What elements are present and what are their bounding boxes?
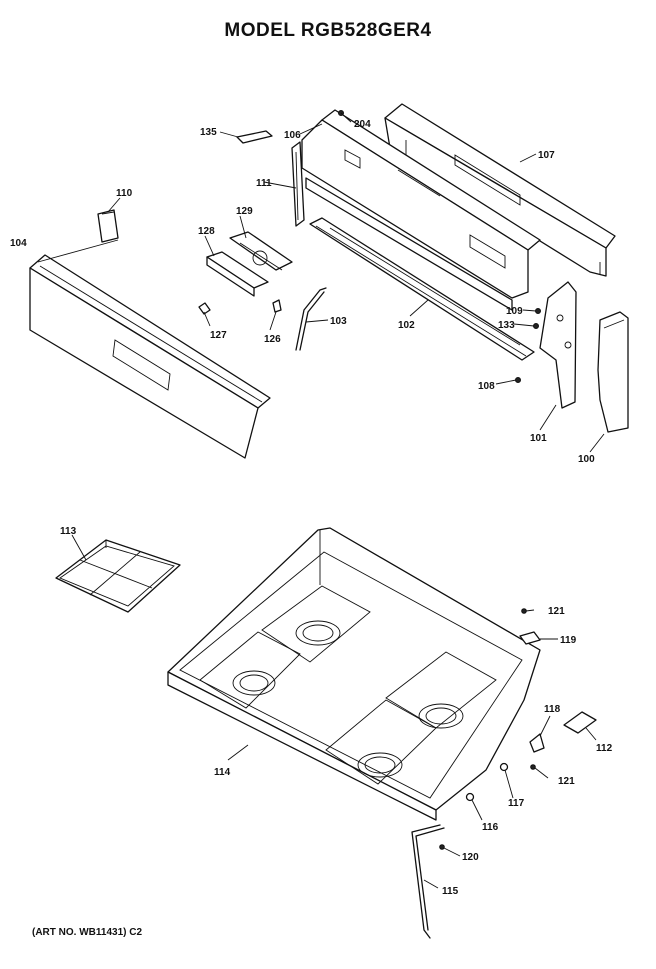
part-100-bracket — [597, 311, 629, 433]
part-107-trim — [384, 103, 616, 277]
part-103-rod — [295, 287, 327, 351]
label-127: 127 — [210, 330, 227, 341]
part-133-screw — [533, 323, 539, 329]
part-120 — [439, 844, 445, 850]
label-128: 128 — [198, 226, 215, 237]
part-labels: 135 106 204 107 110 111 104 128 129 127 … — [10, 119, 613, 897]
part-111-bracket — [291, 141, 305, 227]
label-106: 106 — [284, 130, 301, 141]
part-102-manifold — [309, 217, 535, 361]
label-118: 118 — [544, 704, 561, 715]
part-116 — [465, 792, 475, 802]
label-102: 102 — [398, 320, 415, 331]
label-107: 107 — [538, 150, 555, 161]
label-104: 104 — [10, 238, 27, 249]
label-135: 135 — [200, 127, 217, 138]
label-117: 117 — [508, 798, 525, 809]
label-112: 112 — [596, 743, 613, 754]
part-112 — [563, 711, 597, 734]
label-204: 204 — [354, 119, 371, 130]
part-126 — [272, 299, 282, 313]
label-126: 126 — [264, 334, 281, 345]
part-104-control-panel — [29, 254, 271, 459]
label-120: 120 — [462, 852, 479, 863]
part-101-bracket — [539, 281, 577, 409]
label-129: 129 — [236, 206, 253, 217]
part-127 — [198, 302, 211, 315]
label-119: 119 — [560, 635, 577, 646]
part-109-screw — [535, 308, 541, 314]
part-106-backguard — [301, 109, 541, 311]
label-111: 111 — [256, 178, 272, 189]
label-110: 110 — [116, 188, 133, 199]
part-128-plate — [206, 251, 269, 297]
label-109: 109 — [506, 306, 523, 317]
label-114: 114 — [214, 767, 231, 778]
label-103: 103 — [330, 316, 347, 327]
label-116: 116 — [482, 822, 499, 833]
part-117 — [499, 762, 509, 772]
diagram-title: MODEL RGB528GER4 — [224, 20, 432, 41]
part-113-grate — [55, 539, 181, 613]
part-119 — [519, 631, 541, 645]
part-135 — [236, 130, 273, 144]
part-129-module — [229, 231, 293, 271]
label-133: 133 — [498, 320, 515, 331]
label-113: 113 — [60, 526, 77, 537]
label-108: 108 — [478, 381, 495, 392]
part-118 — [529, 733, 545, 753]
part-110-clip — [97, 209, 119, 243]
part-114-cooktop — [167, 527, 541, 821]
art-number: (ART NO. WB11431) C2 — [32, 927, 143, 938]
label-101: 101 — [530, 433, 547, 444]
part-121-lower — [530, 764, 536, 770]
part-108-screw — [515, 377, 521, 383]
part-115-rod — [411, 824, 445, 939]
label-100: 100 — [578, 454, 595, 465]
label-121-upper: 121 — [548, 606, 565, 617]
part-121-upper — [521, 608, 527, 614]
label-115: 115 — [442, 886, 459, 897]
leader-lines — [37, 112, 605, 889]
label-121-lower: 121 — [558, 776, 575, 787]
